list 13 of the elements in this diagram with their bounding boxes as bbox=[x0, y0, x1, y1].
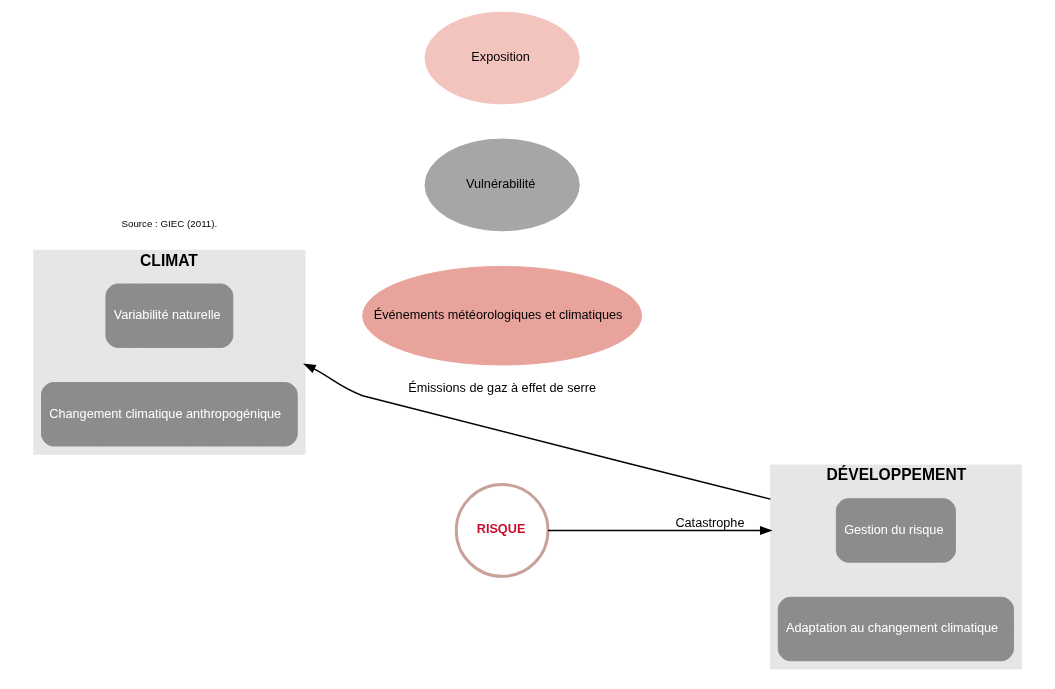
arrow bbox=[303, 363, 772, 500]
label: Source : GIEC (2011). bbox=[121, 218, 218, 230]
node-ellipse: Exposition bbox=[424, 11, 580, 105]
node-box: Variabilité naturelle bbox=[105, 283, 234, 348]
edge-label: Catastrophe bbox=[675, 515, 745, 530]
edge-label: Émissions de gaz à effet de serre bbox=[408, 381, 597, 396]
arrow bbox=[547, 526, 773, 535]
node-box: Adaptation au changement climatique bbox=[777, 596, 1014, 662]
node-box: Gestion du risque bbox=[835, 498, 956, 563]
node-ellipse: Vulnérabilité bbox=[424, 138, 580, 232]
node-box: Changement climatique anthropogénique bbox=[41, 382, 298, 447]
node-ellipse: Événements météorologiques et climatiques bbox=[362, 265, 643, 366]
node-circle: RISQUE bbox=[454, 483, 550, 578]
